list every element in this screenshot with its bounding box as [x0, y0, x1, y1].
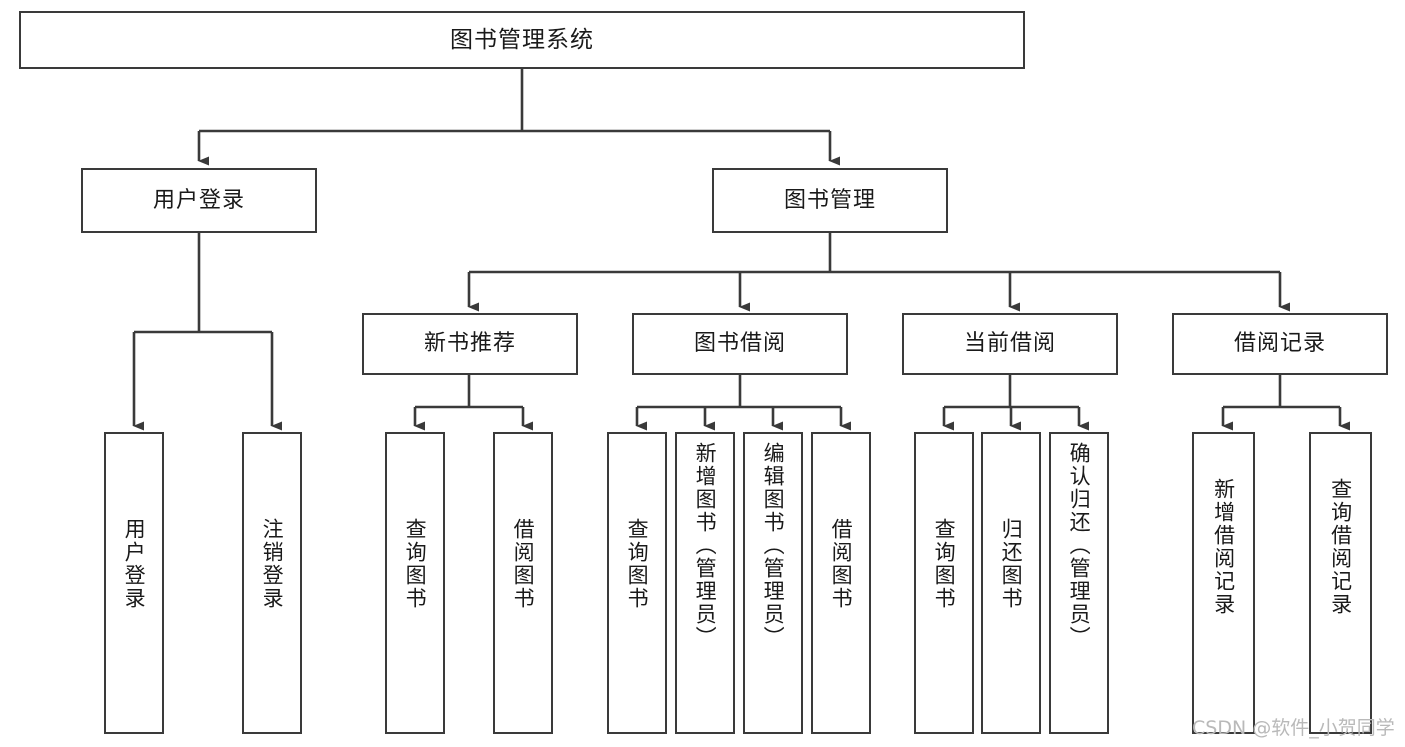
- leaf-query-book-borrow[interactable]: 查询图书: [607, 432, 667, 734]
- leaf-return-book[interactable]: 归还图书: [981, 432, 1041, 734]
- node-label: 查询借阅记录: [1328, 478, 1353, 616]
- leaf-borrow-book-borrow[interactable]: 借阅图书: [811, 432, 871, 734]
- node-label: 图书管理系统: [450, 26, 594, 53]
- node-label: 查询图书: [403, 518, 428, 610]
- node-label: 图书管理: [783, 187, 876, 213]
- leaf-edit-book-admin[interactable]: 编辑图书（管理员）: [743, 432, 803, 734]
- node-label: 确认归还（管理员）: [1067, 442, 1092, 649]
- node-book-management[interactable]: 图书管理: [712, 168, 948, 233]
- leaf-logout-login[interactable]: 注销登录: [242, 432, 302, 734]
- leaf-query-borrow-record[interactable]: 查询借阅记录: [1309, 432, 1372, 734]
- node-label: 查询图书: [932, 518, 957, 610]
- node-current-borrow[interactable]: 当前借阅: [902, 313, 1118, 375]
- node-label: 注销登录: [260, 518, 285, 610]
- node-label: 借阅记录: [1233, 331, 1326, 357]
- node-book-borrow[interactable]: 图书借阅: [632, 313, 848, 375]
- node-label: 新书推荐: [423, 331, 516, 357]
- node-label: 用户登录: [122, 518, 147, 610]
- leaf-add-book-admin[interactable]: 新增图书（管理员）: [675, 432, 735, 734]
- node-label: 归还图书: [999, 518, 1024, 610]
- node-root-book-management-system[interactable]: 图书管理系统: [19, 11, 1025, 69]
- node-label: 当前借阅: [963, 331, 1056, 357]
- node-user-login[interactable]: 用户登录: [81, 168, 317, 233]
- leaf-borrow-book-recommend[interactable]: 借阅图书: [493, 432, 553, 734]
- leaf-query-book-current[interactable]: 查询图书: [914, 432, 974, 734]
- node-label: 借阅图书: [829, 518, 854, 610]
- leaf-add-borrow-record[interactable]: 新增借阅记录: [1192, 432, 1255, 734]
- node-label: 用户登录: [152, 187, 245, 213]
- node-label: 编辑图书（管理员）: [761, 442, 786, 649]
- node-label: 新增借阅记录: [1211, 478, 1236, 616]
- node-label: 查询图书: [625, 518, 650, 610]
- node-label: 借阅图书: [511, 518, 536, 610]
- node-label: 图书借阅: [693, 331, 786, 357]
- node-borrow-record[interactable]: 借阅记录: [1172, 313, 1388, 375]
- leaf-user-login[interactable]: 用户登录: [104, 432, 164, 734]
- leaf-query-book-recommend[interactable]: 查询图书: [385, 432, 445, 734]
- csdn-watermark: CSDN @软件_小贺同学: [1192, 717, 1395, 739]
- node-new-book-recommend[interactable]: 新书推荐: [362, 313, 578, 375]
- node-label: 新增图书（管理员）: [693, 442, 718, 649]
- leaf-confirm-return-admin[interactable]: 确认归还（管理员）: [1049, 432, 1109, 734]
